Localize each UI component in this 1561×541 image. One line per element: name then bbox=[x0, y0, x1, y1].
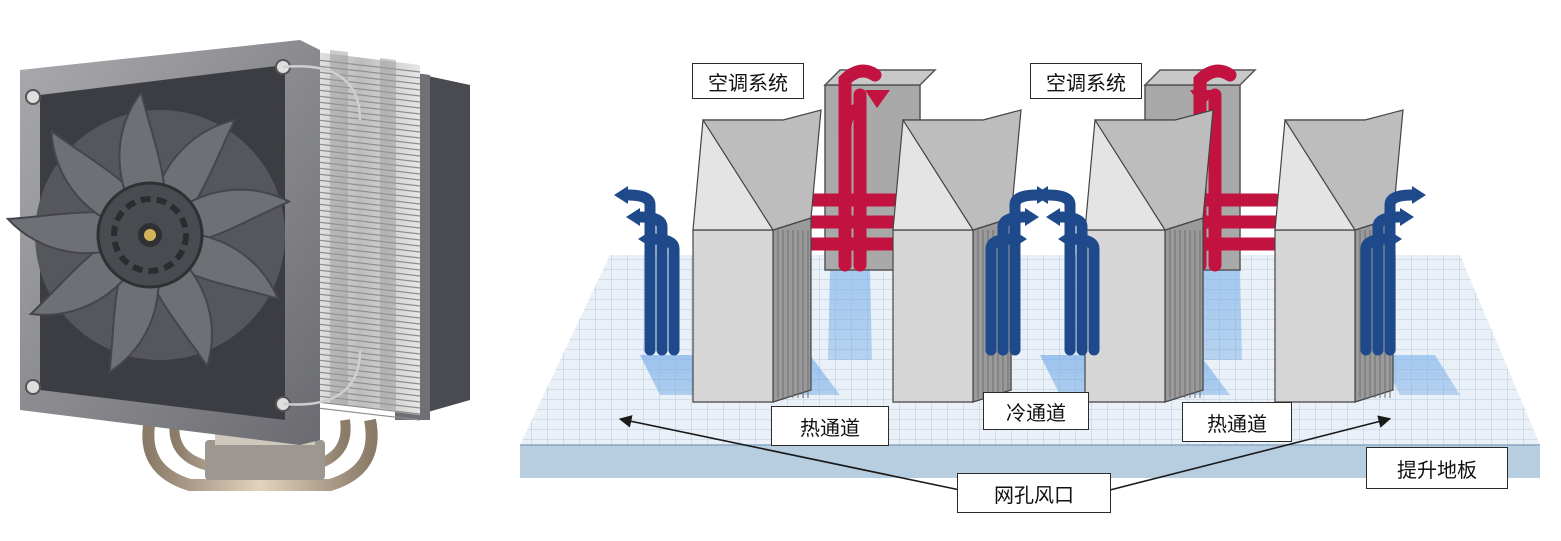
label-raised-floor: 提升地板 bbox=[1366, 447, 1508, 489]
server-rack bbox=[693, 110, 821, 402]
label-hot-aisle-left: 热通道 bbox=[771, 406, 889, 446]
label-perforated-vents: 网孔风口 bbox=[957, 473, 1111, 513]
cpu-tower-cooler-icon bbox=[0, 0, 500, 541]
label-cold-aisle: 冷通道 bbox=[983, 392, 1089, 430]
label-ac-left: 空调系统 bbox=[692, 63, 804, 99]
front-fan bbox=[8, 40, 360, 445]
label-hot-aisle-right: 热通道 bbox=[1182, 402, 1292, 442]
server-rack bbox=[1275, 110, 1403, 402]
label-ac-right: 空调系统 bbox=[1030, 63, 1142, 99]
server-rack bbox=[1085, 110, 1213, 402]
